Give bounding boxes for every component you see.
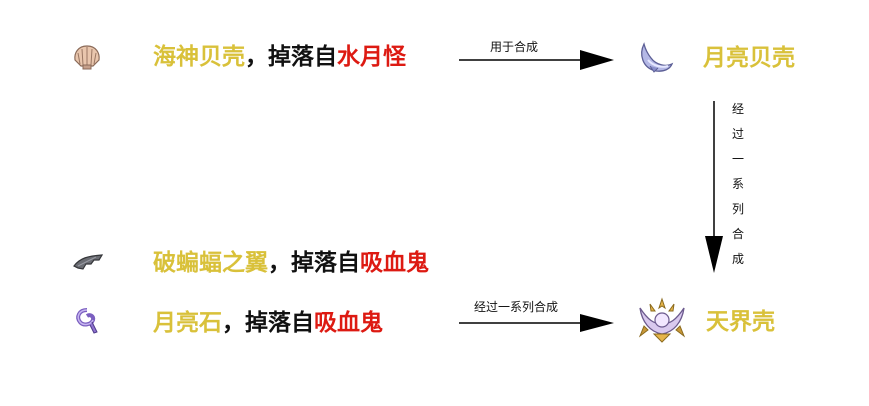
- item-name-celestial-shell: 天界壳: [706, 309, 775, 335]
- drop-text: 掉落自: [268, 44, 337, 70]
- item-name: 海神贝壳: [153, 44, 245, 70]
- separator: ，: [268, 250, 291, 276]
- moon-stone-icon: [76, 308, 98, 334]
- arrow-top-label: 用于合成: [490, 40, 539, 54]
- item-row-broken-bat-wing: 破蝙蝠之翼，掉落自吸血鬼: [153, 248, 429, 278]
- enemy-name: 吸血鬼: [314, 310, 383, 336]
- crescent-shell-icon: [641, 42, 674, 73]
- drop-text: 掉落自: [291, 250, 360, 276]
- enemy-name: 吸血鬼: [360, 250, 429, 276]
- arrow-bottom-label: 经过一系列合成: [474, 300, 559, 314]
- item-name: 破蝙蝠之翼: [153, 250, 268, 276]
- item-row-moon-stone: 月亮石，掉落自吸血鬼: [153, 308, 383, 338]
- item-name: 月亮石: [153, 310, 222, 336]
- drop-text: 掉落自: [245, 310, 314, 336]
- bat-wing-icon: [73, 254, 104, 270]
- separator: ，: [222, 310, 245, 336]
- separator: ，: [245, 44, 268, 70]
- item-row-neptune-shell: 海神贝壳，掉落自水月怪: [153, 42, 406, 72]
- arrow-vertical-label: 经过一系列合成: [731, 102, 744, 266]
- item-name-moon-shell: 月亮贝壳: [703, 45, 795, 71]
- arrow-vertical: [705, 101, 723, 273]
- scallop-shell-icon: [74, 45, 100, 70]
- enemy-name: 水月怪: [337, 44, 406, 70]
- celestial-shell-icon: [638, 297, 686, 343]
- arrow-bottom: [459, 314, 614, 332]
- arrow-top: [459, 50, 614, 70]
